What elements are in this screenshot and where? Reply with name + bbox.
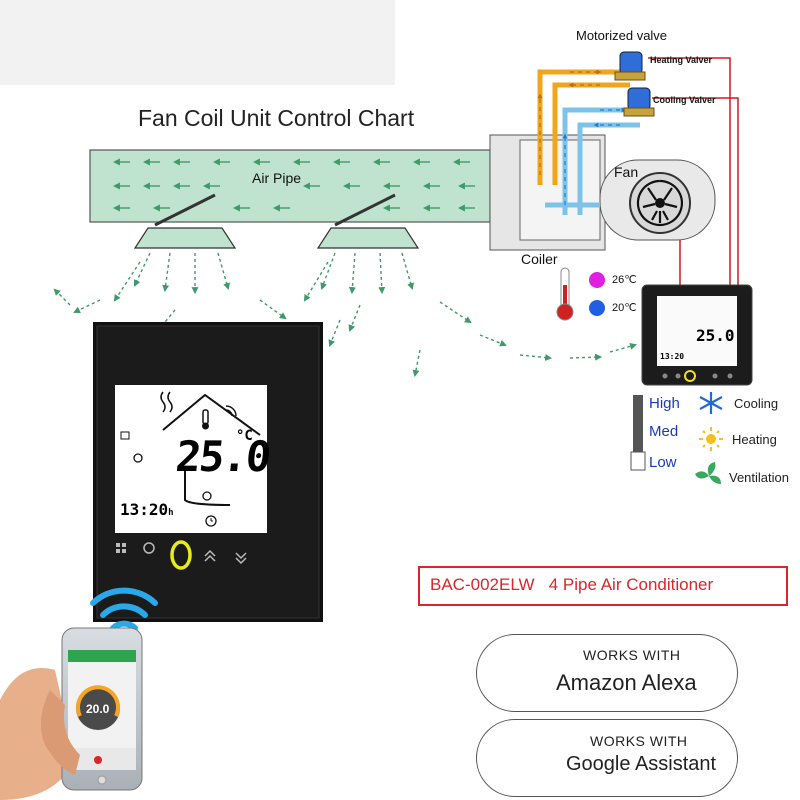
wifi-signal-icon <box>90 587 158 631</box>
alexa-works-with: WORKS WITH <box>583 647 681 663</box>
mode-cooling: Cooling <box>734 396 779 411</box>
damper-left <box>133 193 237 249</box>
small-thermostat <box>641 284 753 386</box>
fan-speed-high: High <box>649 395 680 412</box>
fcu-unit <box>489 134 716 251</box>
fan-speed-low: Low <box>649 454 677 471</box>
thermometer-icon <box>556 267 574 321</box>
diagram-title: Fan Coil Unit Control Chart <box>138 105 415 131</box>
hot-temp-label: 26℃ <box>612 274 637 286</box>
alexa-name: Amazon Alexa <box>556 670 697 695</box>
control-wires <box>648 57 739 290</box>
thermostat-time: 13:20h <box>120 500 174 519</box>
heating-valve-icon <box>614 51 646 81</box>
mode-ventilation: Ventilation <box>729 470 789 485</box>
coiler-label: Coiler <box>521 251 558 267</box>
duct-airflow-arrows <box>112 158 475 212</box>
model-label: BAC-002ELW 4 Pipe Air Conditioner <box>430 575 714 594</box>
thermostat-temperature: 25.0 <box>173 432 271 481</box>
thermostat-temperature-value: 25.0 <box>173 432 272 481</box>
model-box <box>418 566 788 606</box>
small-thermostat-time: 13:20 <box>660 352 685 361</box>
sensor-probe-icon <box>630 395 646 471</box>
thermostat-time-suffix: h <box>168 508 174 518</box>
cooling-valve-label: Cooling Valver <box>653 95 716 105</box>
thermostat-time-value: 13:20 <box>120 500 169 519</box>
heating-valve-label: Heating Valver <box>650 55 713 65</box>
damper-right <box>316 193 420 249</box>
air-pipe-label: Air Pipe <box>252 170 302 186</box>
cold-temp-dot <box>589 300 605 316</box>
hot-temp-dot <box>589 272 605 288</box>
sun-icon <box>699 427 723 451</box>
cooling-valve-icon <box>623 87 655 117</box>
alexa-badge <box>476 634 738 712</box>
google-works-with: WORKS WITH <box>590 733 688 749</box>
cold-temp-label: 20℃ <box>612 302 637 314</box>
google-badge <box>476 719 738 797</box>
fan-label: Fan <box>614 164 639 180</box>
small-thermostat-temperature: 25.0 <box>696 326 735 345</box>
mode-heating: Heating <box>732 432 777 447</box>
motorized-valve-label: Motorized valve <box>576 28 668 43</box>
phone-temperature: 20.0 <box>86 702 110 716</box>
thermostat-unit: °C <box>236 428 253 444</box>
main-thermostat <box>93 322 323 622</box>
fan-speed-med: Med <box>649 423 679 440</box>
ventilation-icon <box>695 462 721 484</box>
smartphone <box>0 627 143 800</box>
background-panel <box>0 0 395 85</box>
snowflake-icon <box>699 392 723 414</box>
google-name: Google Assistant <box>566 753 717 775</box>
